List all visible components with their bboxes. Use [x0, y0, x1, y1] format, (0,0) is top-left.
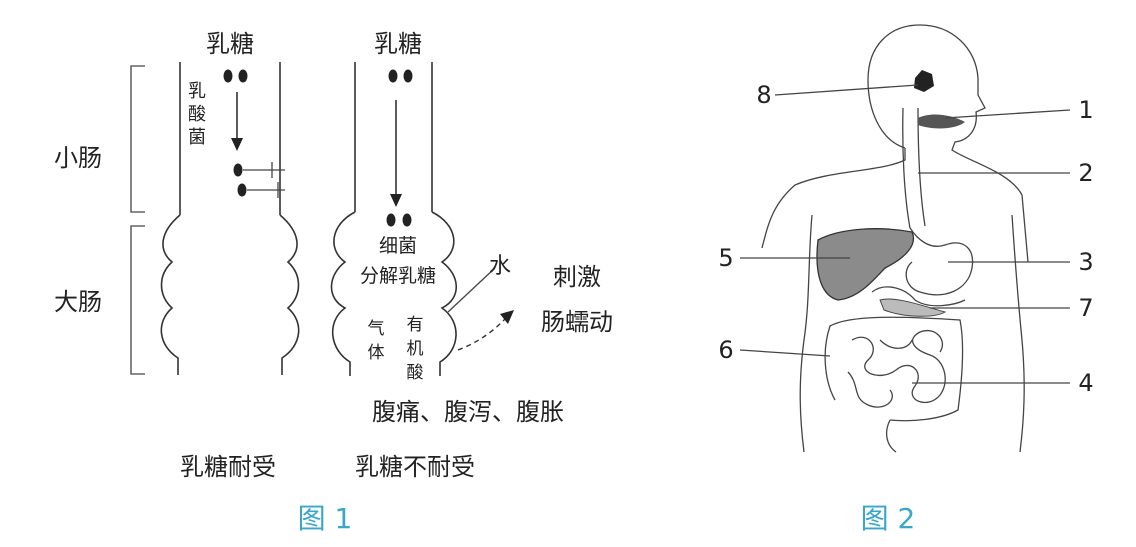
intestine-brackets	[130, 65, 145, 375]
water-pointer	[447, 267, 496, 313]
arrow-head	[231, 138, 243, 151]
stimulate-label: 刺激	[553, 263, 601, 291]
intolerant-label: 乳糖不耐受	[355, 453, 475, 481]
gas-char: 气	[368, 319, 385, 339]
bacteria-label: 细菌	[379, 235, 417, 257]
lactose-molecule	[386, 213, 396, 227]
large-intestine-label: 大肠	[54, 288, 102, 316]
salivary-gland	[914, 70, 934, 92]
large-intestine	[824, 316, 964, 422]
lactose-molecule	[403, 69, 413, 83]
small-intestine-bracket	[130, 65, 145, 213]
gas-char: 体	[368, 343, 385, 363]
esophagus-wall	[902, 107, 911, 229]
large-intestine-wall-left	[330, 211, 356, 376]
tolerant-label: 乳糖耐受	[180, 453, 276, 481]
lactobacillus-char: 乳	[188, 81, 206, 102]
glucose-molecule	[233, 163, 243, 177]
duodenum	[871, 286, 966, 307]
symptoms-label: 腹痛、腹泻、腹胀	[372, 398, 564, 426]
label-3: 3	[1078, 248, 1093, 276]
intolerant-intestine	[330, 62, 514, 376]
label-7: 7	[1078, 294, 1093, 322]
peristalsis-label: 肠蠕动	[541, 308, 613, 336]
large-intestine-wall-right	[279, 214, 300, 375]
label-8: 8	[756, 81, 771, 109]
figure-1-caption: 图 1	[298, 502, 353, 535]
organic-acid-char: 机	[407, 339, 424, 359]
leader-line-8	[774, 84, 919, 96]
arrow-head	[500, 310, 514, 324]
lactose-molecule	[238, 69, 248, 83]
pancreas	[879, 298, 947, 317]
lactobacillus-char: 酸	[188, 104, 206, 125]
lactose-label-right: 乳糖	[374, 30, 422, 58]
large-intestine-wall-right	[431, 211, 457, 376]
label-1: 1	[1078, 96, 1093, 124]
body-outline	[761, 24, 1029, 453]
label-4: 4	[1078, 369, 1093, 397]
label-6: 6	[718, 336, 733, 364]
galactose-molecule	[237, 183, 247, 197]
arrow-head	[390, 194, 402, 207]
stomach	[905, 227, 974, 296]
lactose-label-left: 乳糖	[206, 30, 254, 58]
figure-2: 8 1 2 3 5 7 6 4 图 2	[718, 24, 1094, 535]
lactobacillus-char: 菌	[188, 127, 206, 148]
large-intestine-bracket	[130, 225, 145, 375]
large-intestine-wall-left	[160, 214, 181, 375]
figure-1: 乳糖 乳糖 乳 酸 菌 小肠 大肠 细菌 分解乳糖 水 气 体 有 机 酸 刺激…	[54, 30, 613, 535]
lactose-molecule	[223, 69, 233, 83]
figure-2-caption: 图 2	[861, 502, 916, 535]
liver	[816, 228, 915, 301]
water-label: 水	[489, 254, 511, 279]
leader-line-1	[944, 109, 1071, 119]
small-intestine-label: 小肠	[54, 144, 102, 172]
tolerant-intestine	[160, 62, 300, 375]
decompose-lactose-label: 分解乳糖	[360, 265, 436, 287]
label-5: 5	[718, 244, 733, 272]
lactose-molecule	[402, 213, 412, 227]
organic-acid-char: 有	[407, 315, 424, 335]
lactose-molecule	[388, 69, 398, 83]
leader-line-6	[739, 349, 831, 357]
organic-acid-char: 酸	[407, 363, 424, 383]
small-intestine	[847, 329, 946, 408]
stimulate-dashed-arrow	[457, 317, 507, 351]
rectum	[885, 419, 897, 453]
label-2: 2	[1078, 159, 1093, 187]
